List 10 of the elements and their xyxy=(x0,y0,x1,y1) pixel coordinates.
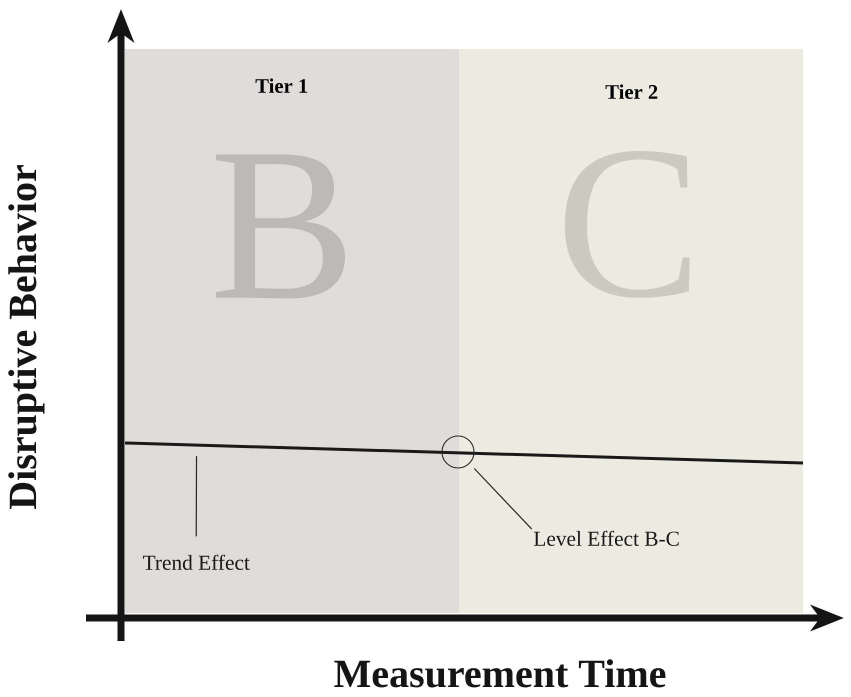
tier-heading: Tier 2 xyxy=(606,84,658,99)
axis-title: Measurement Time xyxy=(334,659,666,688)
axis-title: Disruptive Behavior xyxy=(8,165,45,510)
tier-heading: Tier 1 xyxy=(256,78,308,93)
effect-label: Trend Effect xyxy=(143,554,250,570)
leader-line xyxy=(474,468,532,530)
effect-label: Level Effect B-C xyxy=(534,530,679,546)
data-line xyxy=(124,441,804,464)
marker-circle xyxy=(441,435,475,469)
leader-line xyxy=(196,456,198,536)
